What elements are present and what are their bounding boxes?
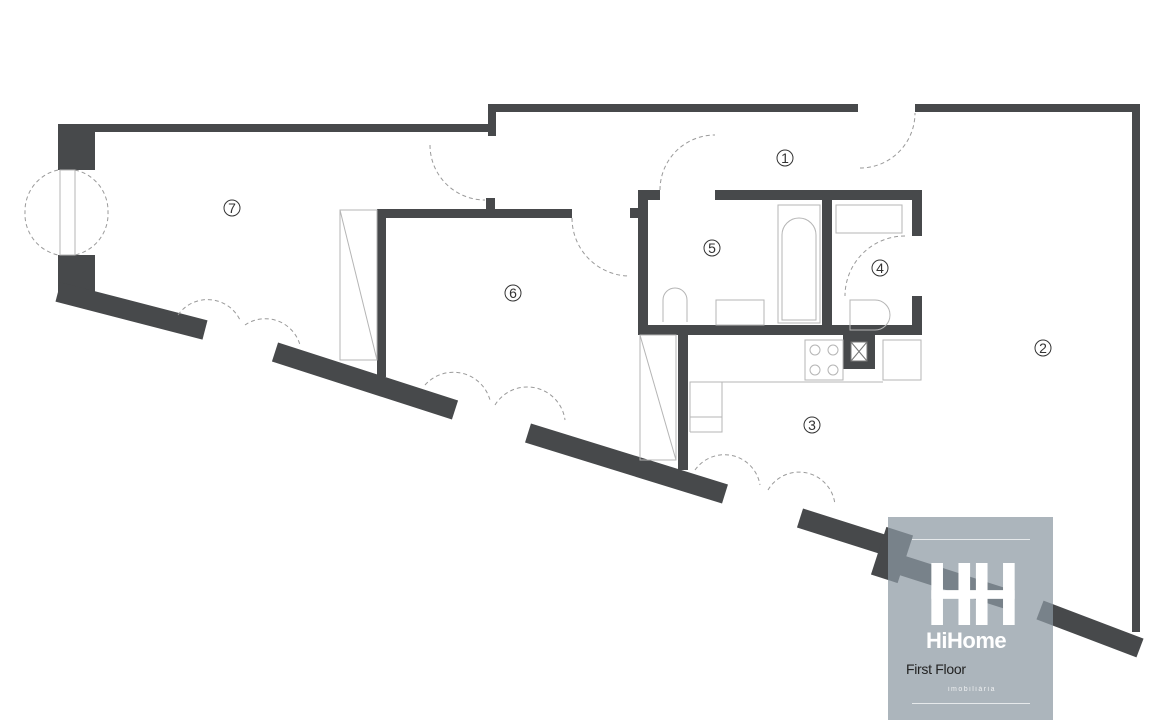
svg-text:2: 2 — [1039, 340, 1047, 356]
watermark-divider — [912, 703, 1030, 704]
floor-label: First Floor — [906, 661, 966, 677]
room-label-4: 4 — [871, 259, 889, 277]
hihome-logo-icon — [931, 563, 1015, 625]
room-label-1: 1 — [776, 149, 794, 167]
svg-text:6: 6 — [509, 285, 517, 301]
watermark: HiHome imobiliária — [888, 517, 1053, 720]
room-label-5: 5 — [703, 239, 721, 257]
room-label-7: 7 — [223, 199, 241, 217]
svg-text:1: 1 — [781, 150, 789, 166]
door-swings — [24, 112, 916, 506]
svg-text:5: 5 — [708, 240, 716, 256]
room-label-6: 6 — [504, 284, 522, 302]
watermark-divider — [912, 539, 1030, 540]
fixtures — [59, 169, 922, 461]
svg-text:4: 4 — [876, 260, 884, 276]
room-label-2: 2 — [1034, 339, 1052, 357]
svg-text:7: 7 — [228, 200, 236, 216]
svg-text:3: 3 — [808, 417, 816, 433]
watermark-tagline: imobiliária — [948, 686, 997, 693]
room-label-3: 3 — [803, 416, 821, 434]
watermark-brand: HiHome — [926, 628, 1007, 653]
